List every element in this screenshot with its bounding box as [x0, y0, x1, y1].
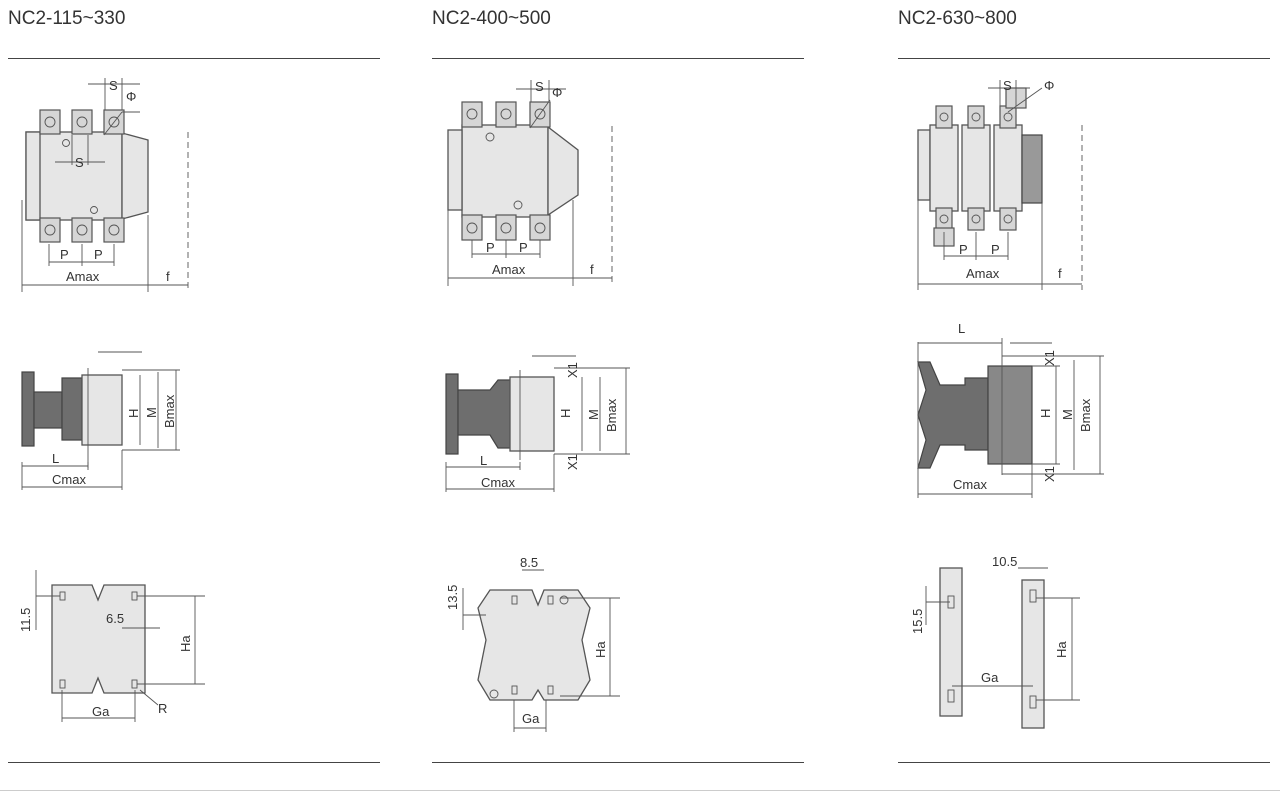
dimension-label: Ha: [1054, 641, 1069, 658]
dimension-label: Bmax: [162, 394, 177, 428]
dimension-label: 6.5: [106, 611, 124, 626]
footer-divider-1: [8, 762, 380, 763]
dimension-label: H: [558, 409, 573, 418]
dimension-label: Φ: [1044, 78, 1054, 93]
dimension-label: Φ: [552, 85, 562, 100]
dimension-label: S: [535, 79, 544, 94]
dimension-label: P: [94, 247, 103, 262]
dimension-label: L: [480, 453, 487, 468]
footer-divider-3: [898, 762, 1270, 763]
dimension-label: P: [519, 240, 528, 255]
dimension-label: P: [486, 240, 495, 255]
page-bottom-border: [0, 790, 1280, 791]
dimension-label: S: [75, 155, 84, 170]
header-divider-1: [8, 58, 380, 59]
model-title-2: NC2-400~500: [432, 8, 551, 29]
dimension-label: Cmax: [481, 475, 515, 490]
dimension-label: M: [144, 407, 159, 418]
dimension-label: X1: [565, 454, 580, 470]
dimension-label: X1: [1042, 350, 1057, 366]
dimension-label: M: [1060, 409, 1075, 420]
dimension-label: X1: [565, 362, 580, 378]
mounting-view-3: 10.5 15.5 Ha Ga: [910, 554, 1080, 729]
dimension-label: Ga: [981, 670, 999, 685]
dimension-label: f: [1058, 266, 1062, 281]
dimension-label: M: [586, 409, 601, 420]
dimension-label: Amax: [492, 262, 526, 277]
dimension-label: 11.5: [18, 608, 33, 632]
dimension-label: 15.5: [910, 609, 925, 634]
footer-divider-2: [432, 762, 804, 763]
dimension-label: Bmax: [1078, 398, 1093, 432]
side-view-2: X1 H M Bmax X1 L Cmax: [445, 355, 630, 492]
dimension-label: 13.5: [445, 585, 460, 610]
dimension-label: Ga: [522, 711, 540, 726]
top-view-3: S Φ P P Amax f: [917, 78, 1083, 290]
top-view-1: S Φ S P P Amax f: [21, 78, 189, 292]
dimension-label: Ha: [178, 635, 193, 652]
dimension-label: H: [1038, 409, 1053, 418]
dimension-label: Φ: [126, 89, 136, 104]
dimension-label: P: [60, 247, 69, 262]
mounting-view-1: 11.5 6.5 Ha Ga R: [18, 570, 205, 722]
dimension-label: L: [958, 321, 965, 336]
side-view-3: L X1 H M Bmax X1 Cmax: [917, 321, 1104, 498]
dimension-label: Ga: [92, 704, 110, 719]
dimension-label: Bmax: [604, 398, 619, 432]
dimension-label: P: [991, 242, 1000, 257]
dimension-label: R: [158, 701, 167, 716]
dimension-label: H: [126, 409, 141, 418]
dimension-label: S: [109, 78, 118, 93]
dimension-label: S: [1003, 78, 1012, 93]
dimension-label: f: [166, 269, 170, 284]
dimension-label: P: [959, 242, 968, 257]
dimension-label: Cmax: [953, 477, 987, 492]
dimension-label: 8.5: [520, 555, 538, 570]
top-view-2: S Φ P P Amax f: [447, 79, 613, 286]
dimension-label: L: [52, 451, 59, 466]
dimension-label: Amax: [66, 269, 100, 284]
dimension-label: X1: [1042, 466, 1057, 482]
mounting-view-2: 8.5 13.5 Ha Ga: [445, 555, 620, 732]
dimension-label: 10.5: [992, 554, 1017, 569]
side-view-1: H M Bmax L Cmax: [21, 351, 180, 490]
header-divider-2: [432, 58, 804, 59]
header-divider-3: [898, 58, 1270, 59]
dimension-label: f: [590, 262, 594, 277]
model-title-3: NC2-630~800: [898, 8, 1017, 29]
dimension-label: Amax: [966, 266, 1000, 281]
model-title-1: NC2-115~330: [8, 8, 126, 29]
dimension-label: Ha: [593, 641, 608, 658]
dimension-label: Cmax: [52, 472, 86, 487]
